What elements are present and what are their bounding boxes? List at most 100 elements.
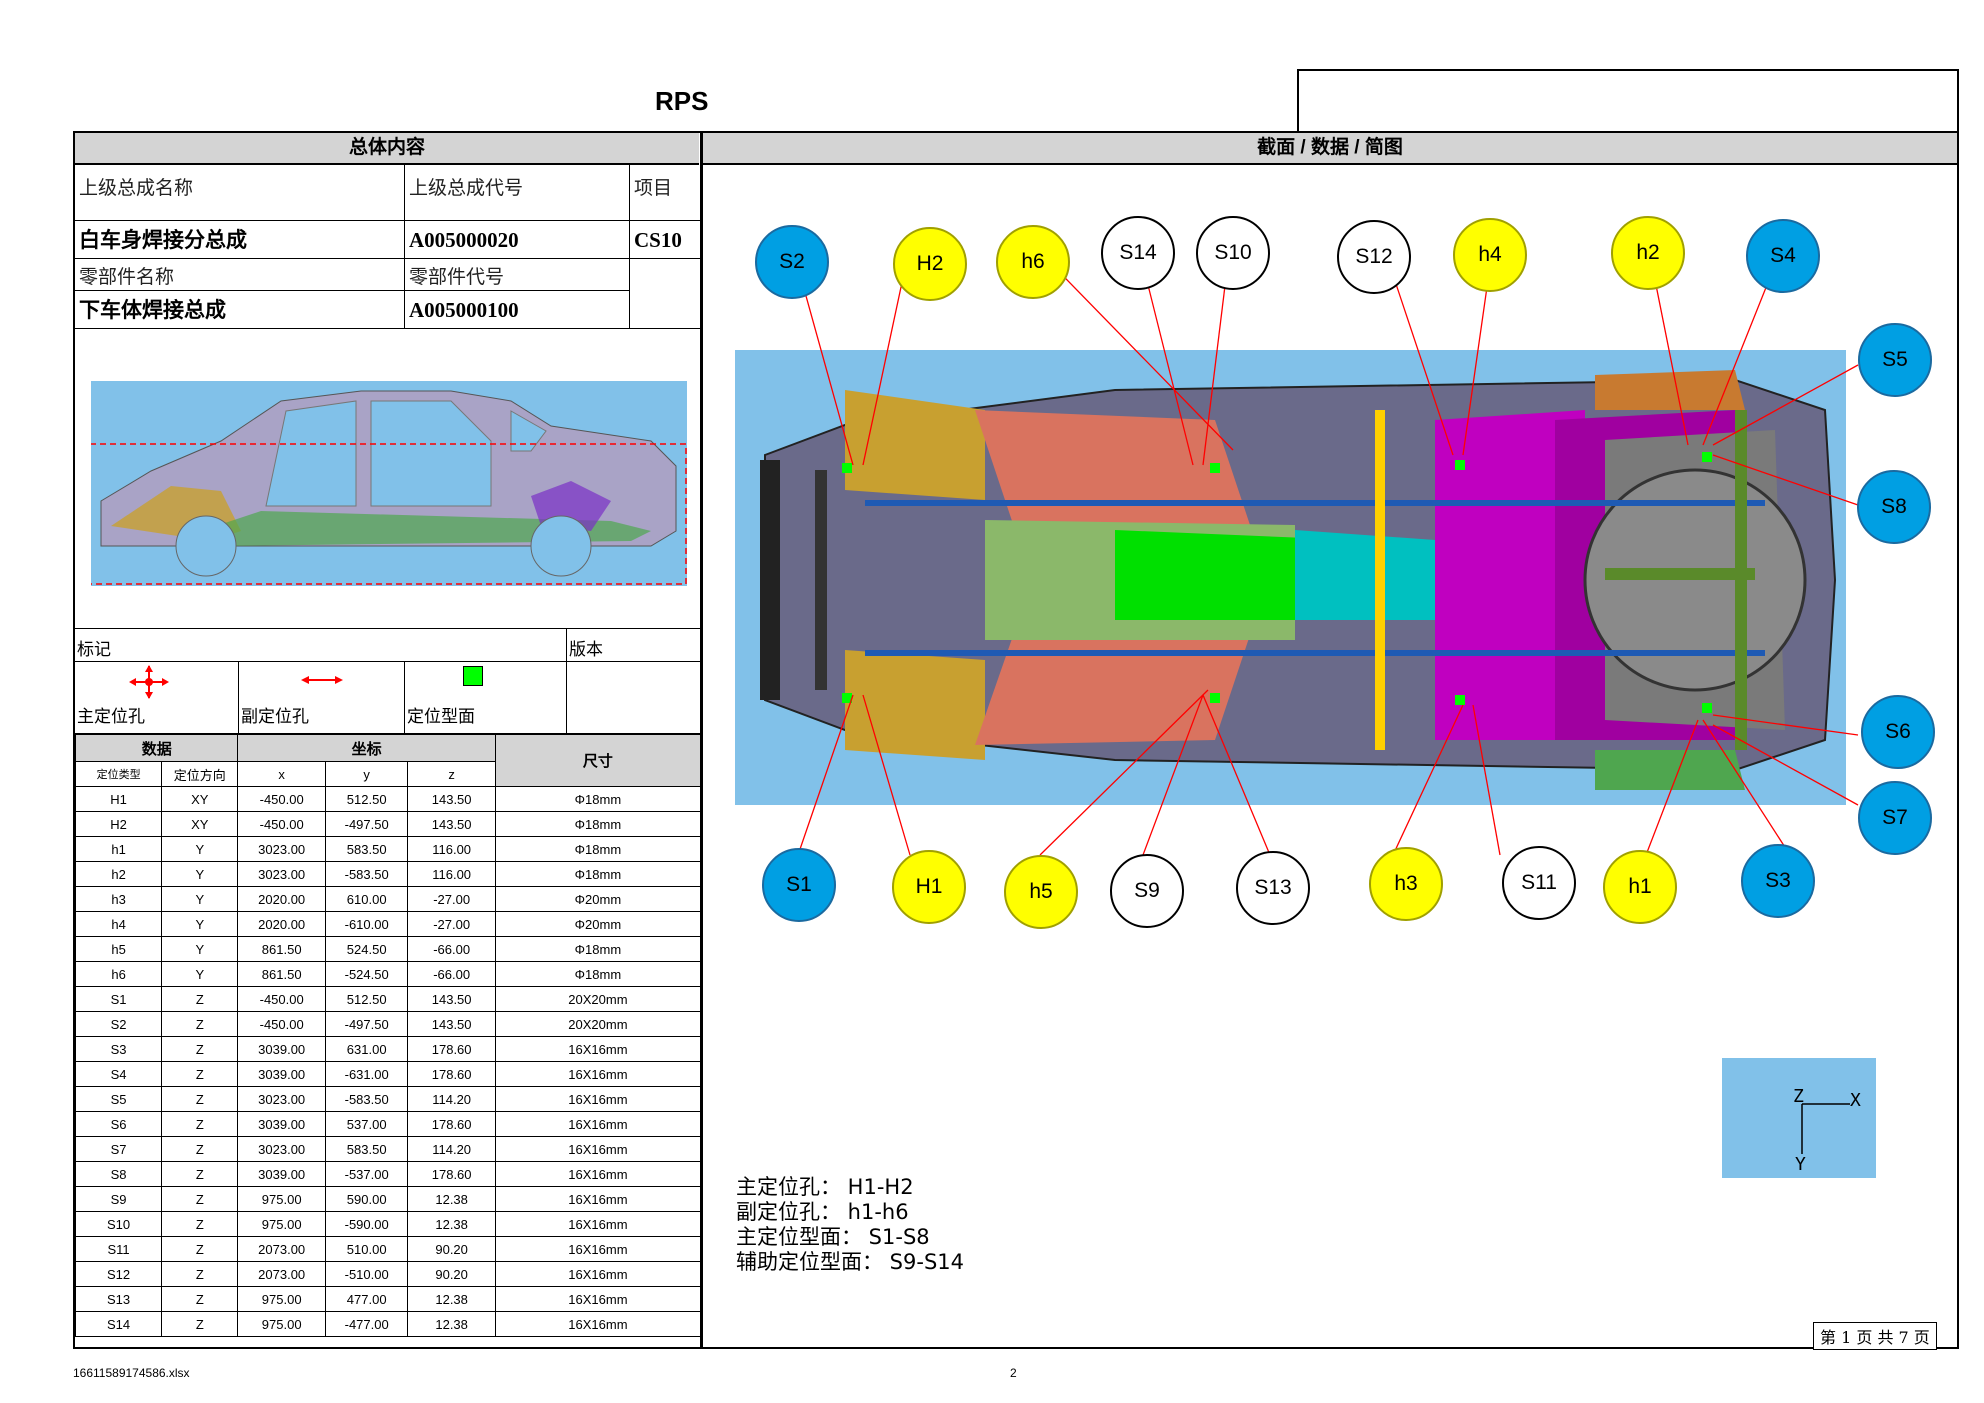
x-value-cell: 3023.00 xyxy=(237,861,326,887)
x-value-cell: 975.00 xyxy=(237,1286,326,1312)
z-value-cell: 12.38 xyxy=(407,1311,496,1337)
y-value-cell: 510.00 xyxy=(324,1236,409,1262)
size-value-cell: Φ18mm xyxy=(494,861,702,887)
point-id-cell: h1 xyxy=(74,836,163,862)
callout-h5: h5 xyxy=(1004,855,1078,929)
part-name-label: 零部件名称 xyxy=(75,259,405,291)
title-block-box xyxy=(1297,69,1959,131)
z-value-cell: 143.50 xyxy=(407,811,496,837)
x-value-cell: 3039.00 xyxy=(237,1111,326,1137)
callout-h3: h3 xyxy=(1369,847,1443,921)
data-header: 数据 xyxy=(74,734,239,762)
callout-H2: H2 xyxy=(893,227,967,301)
y-value-cell: -610.00 xyxy=(324,911,409,937)
direction-cell: Z xyxy=(161,1111,239,1137)
callout-S13: S13 xyxy=(1236,851,1310,925)
size-value-cell: 20X20mm xyxy=(494,1011,702,1037)
parent-name-value: 白车身焊接分总成 xyxy=(75,221,405,259)
version-label: 版本 xyxy=(567,629,701,662)
legend-top-rule xyxy=(75,628,701,629)
x-value-cell: 975.00 xyxy=(237,1311,326,1337)
project-blank-cell xyxy=(630,259,701,329)
direction-cell: Y xyxy=(161,911,239,937)
x-value-cell: 3039.00 xyxy=(237,1036,326,1062)
point-id-cell: S12 xyxy=(74,1261,163,1287)
sheet-frame xyxy=(73,131,1959,1349)
x-value-cell: 2020.00 xyxy=(237,886,326,912)
callout-S8: S8 xyxy=(1857,470,1931,544)
direction-cell: Y xyxy=(161,836,239,862)
direction-cell: Y xyxy=(161,961,239,987)
y-value-cell: 631.00 xyxy=(324,1036,409,1062)
y-value-cell: -497.50 xyxy=(324,811,409,837)
z-value-cell: 143.50 xyxy=(407,1011,496,1037)
size-value-cell: 16X16mm xyxy=(494,1136,702,1162)
surface-label: 定位型面 xyxy=(407,707,475,727)
callout-S14: S14 xyxy=(1101,216,1175,290)
direction-cell: Z xyxy=(161,1086,239,1112)
four-way-arrow-icon xyxy=(129,665,169,699)
x-value-cell: -450.00 xyxy=(237,1011,326,1037)
axis-triad-icon: Z X Y xyxy=(1793,1086,1861,1175)
callout-S10: S10 xyxy=(1196,216,1270,290)
direction-cell: Y xyxy=(161,861,239,887)
size-value-cell: 16X16mm xyxy=(494,1061,702,1087)
version-value-cell xyxy=(567,662,701,734)
footer-page-number: 2 xyxy=(1010,1366,1017,1380)
x-value-cell: -450.00 xyxy=(237,986,326,1012)
x-value-cell: -450.00 xyxy=(237,811,326,837)
axis-y-label: Y xyxy=(1795,1154,1806,1175)
parent-code-label: 上级总成代号 xyxy=(405,165,630,221)
x-value-cell: 2073.00 xyxy=(237,1261,326,1287)
part-name-value: 下车体焊接总成 xyxy=(75,291,405,329)
direction-cell: Z xyxy=(161,1286,239,1312)
y-value-cell: 512.50 xyxy=(324,786,409,812)
direction-cell: Z xyxy=(161,986,239,1012)
z-value-cell: 90.20 xyxy=(407,1261,496,1287)
z-value-cell: 114.20 xyxy=(407,1086,496,1112)
y-value-cell: 537.00 xyxy=(324,1111,409,1137)
x-value-cell: 975.00 xyxy=(237,1211,326,1237)
direction-cell: Z xyxy=(161,1011,239,1037)
underbody-drawing xyxy=(735,350,1846,805)
point-id-cell: S5 xyxy=(74,1086,163,1112)
callout-h2: h2 xyxy=(1611,216,1685,290)
size-value-cell: 16X16mm xyxy=(494,1236,702,1262)
y-value-cell: -477.00 xyxy=(324,1311,409,1337)
z-value-cell: -27.00 xyxy=(407,886,496,912)
point-id-cell: h6 xyxy=(74,961,163,987)
point-id-cell: S2 xyxy=(74,1011,163,1037)
x-value-cell: 3039.00 xyxy=(237,1161,326,1187)
callout-S6: S6 xyxy=(1861,695,1935,769)
direction-cell: Z xyxy=(161,1261,239,1287)
z-value-cell: 178.60 xyxy=(407,1161,496,1187)
parent-name-label: 上级总成名称 xyxy=(75,165,405,221)
y-value-cell: -537.00 xyxy=(324,1161,409,1187)
z-value-cell: 12.38 xyxy=(407,1211,496,1237)
callout-H1: H1 xyxy=(892,850,966,924)
coord-header: 坐标 xyxy=(237,734,496,762)
callout-S3: S3 xyxy=(1741,844,1815,918)
point-id-cell: h3 xyxy=(74,886,163,912)
direction-header: 定位方向 xyxy=(161,761,239,787)
y-value-cell: 590.00 xyxy=(324,1186,409,1212)
z-value-cell: 143.50 xyxy=(407,986,496,1012)
point-id-cell: S3 xyxy=(74,1036,163,1062)
point-id-cell: H2 xyxy=(74,811,163,837)
aux-hole-legend: 副定位孔 xyxy=(239,662,405,734)
size-value-cell: Φ18mm xyxy=(494,836,702,862)
